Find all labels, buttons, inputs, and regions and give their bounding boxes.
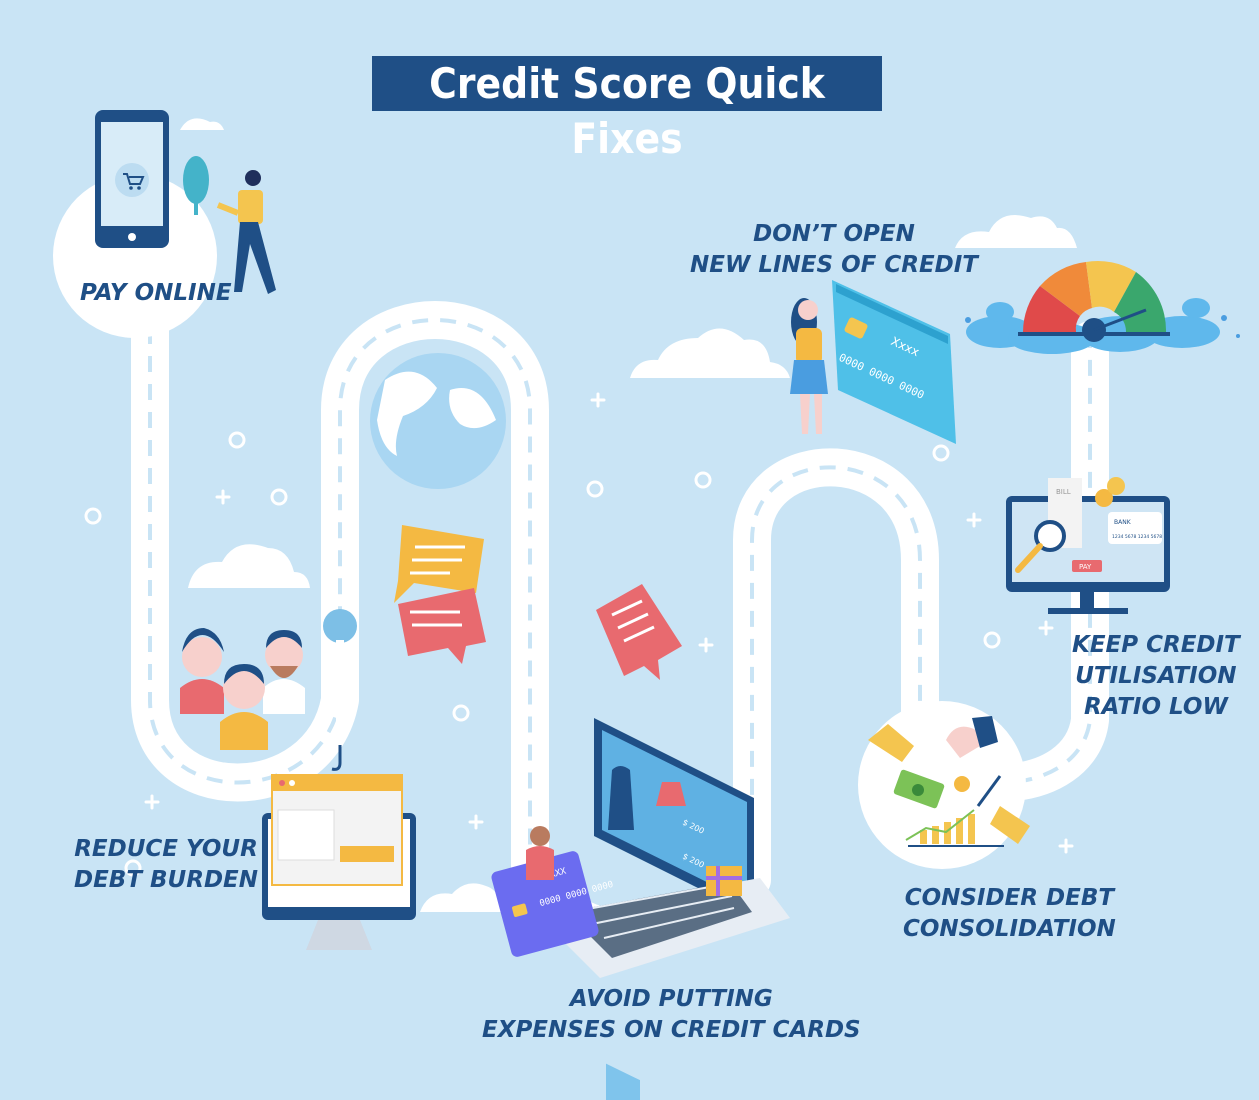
crane-hook-icon [323, 609, 357, 771]
cloud-icon [180, 118, 1077, 912]
phone-shopping-icon [53, 110, 276, 338]
bill-label: BILL [1056, 488, 1071, 496]
step-label-avoid-credit-cards: AVOID PUTTING EXPENSES ON CREDIT CARDS [482, 986, 861, 1043]
step-label-debt-consolidation: CONSIDER DEBT CONSOLIDATION [903, 885, 1116, 942]
laptop-cards-icon: 0000 0000 0000 XXXX $ 200 $ 200 [491, 718, 790, 1100]
pay-label: PAY [1079, 563, 1092, 571]
step-label-reduce-debt: REDUCE YOUR DEBT BURDEN [74, 836, 258, 893]
plus-icon [144, 392, 1074, 854]
bank-numbers: 1234 5678 1234 5678 [1112, 534, 1162, 540]
credit-score-gauge-icon [965, 261, 1240, 354]
globe-icon [370, 353, 506, 489]
bank-label: BANK [1114, 519, 1132, 526]
woman-credit-card-icon: 0000 0000 0000 Xxxx [790, 280, 956, 444]
hands-money-icon [858, 701, 1030, 869]
people-icon [180, 628, 305, 750]
step-label-no-new-credit: DON’T OPEN NEW LINES OF CREDIT [690, 221, 978, 278]
monitor-website-icon [262, 774, 416, 950]
page-title: Credit Score Quick Fixes [372, 56, 882, 163]
monitor-bill-icon: BILL BANK 1234 5678 1234 5678 PAY [1006, 477, 1170, 614]
chat-bubble-icon [394, 525, 682, 680]
step-label-pay-online: PAY ONLINE [80, 280, 232, 306]
ring-icon [84, 431, 1048, 877]
step-label-utilisation-ratio: KEEP CREDIT UTILISATION RATIO LOW [1072, 632, 1240, 720]
